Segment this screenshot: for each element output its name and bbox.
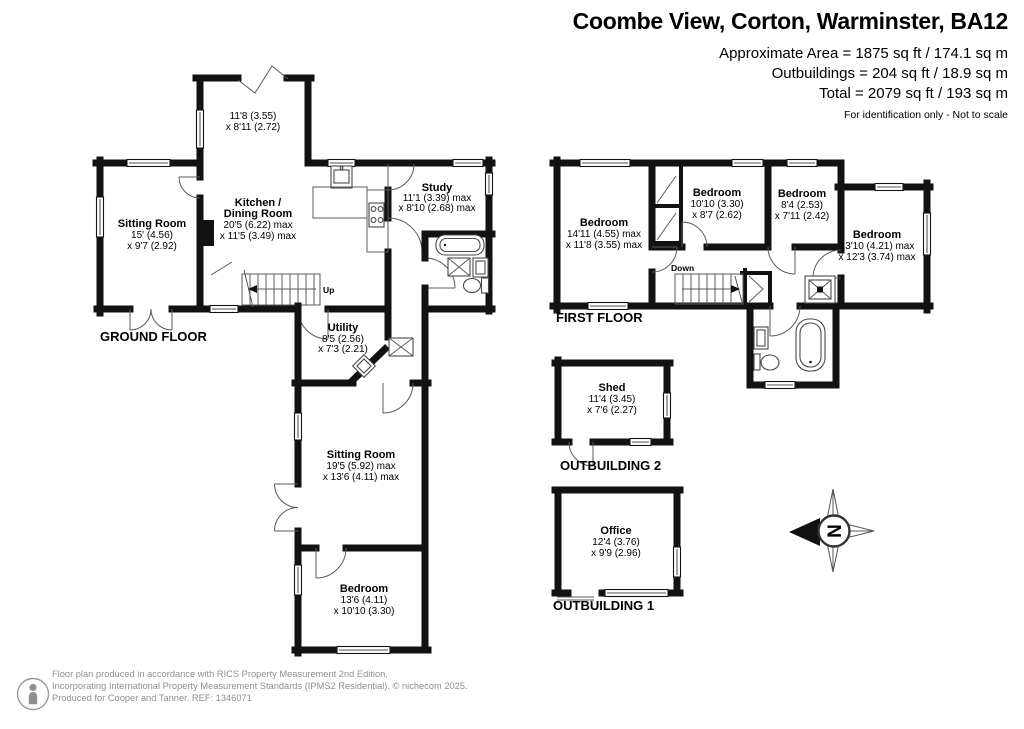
outbuilding-1-plan: Office 12'4 (3.76) x 9'9 (2.96) OUTBUILD… xyxy=(551,486,684,613)
office-name: Office xyxy=(600,525,631,537)
study-dim1: 11'1 (3.39) max xyxy=(403,193,471,204)
ground-bedroom-dim1: 13'6 (4.11) xyxy=(341,595,388,606)
sitting-room-1-dim1: 15' (4.56) xyxy=(131,230,173,241)
first-floor-bathroom-fixtures xyxy=(753,318,826,372)
first-floor-plan: Down Bedroom 14'11 (4.55) max x 11'8 (3.… xyxy=(549,156,934,390)
utility-dim2: x 7'3 (2.21) xyxy=(318,344,368,355)
bedroom-4-dim2: x 12'3 (3.74) max xyxy=(839,252,916,263)
door-arcs-ground xyxy=(129,163,456,340)
bedroom-2-name: Bedroom xyxy=(693,187,742,199)
outbuilding-2-label: OUTBUILDING 2 xyxy=(560,458,661,473)
bedroom-4-name: Bedroom xyxy=(853,229,902,241)
stairs-arrow-icon xyxy=(248,285,257,293)
ground-bathroom-fixtures xyxy=(435,234,490,294)
door-threshold xyxy=(557,596,594,601)
first-floor-labels: Bedroom 14'11 (4.55) max x 11'8 (3.55) m… xyxy=(556,187,915,325)
folding-door-icon xyxy=(748,275,764,303)
shed-dim1: 11'4 (3.45) xyxy=(589,394,636,405)
header-block: Coombe View, Corton, Warminster, BA12 Ap… xyxy=(572,8,1009,121)
kitchen-fixtures xyxy=(312,165,389,253)
footer-disclaimer: Floor plan produced in accordance with R… xyxy=(52,668,468,704)
door-arcs-first xyxy=(651,221,842,337)
utility-dim1: 8'5 (2.56) xyxy=(322,334,364,345)
shed-dim2: x 7'6 (2.27) xyxy=(587,405,637,416)
shed-name: Shed xyxy=(599,382,626,394)
sitting-room-2-name: Sitting Room xyxy=(327,449,396,461)
kitchen-counter xyxy=(312,186,368,219)
stairs-up: Up xyxy=(241,269,334,308)
ground-bedroom-dim2: x 10'10 (3.30) xyxy=(334,606,395,617)
ground-bedroom-name: Bedroom xyxy=(340,583,389,595)
stairs-arrow-icon xyxy=(731,285,740,293)
study-dim2: x 8'10 (2.68) max xyxy=(399,203,476,214)
scale-note: For identification only - Not to scale xyxy=(844,109,1008,121)
compass-north-letter: N xyxy=(825,524,846,538)
kitchen-dim1: 20'5 (6.22) max xyxy=(223,220,292,231)
approximate-area: Approximate Area = 1875 sq ft / 174.1 sq… xyxy=(719,45,1008,62)
kitchen-name-1: Kitchen / xyxy=(235,197,281,209)
outbuilding-1-label: OUTBUILDING 1 xyxy=(553,598,654,613)
outbuildings-area: Outbuildings = 204 sq ft / 18.9 sq m xyxy=(771,65,1008,82)
stairs-up-label: Up xyxy=(323,285,334,295)
bedroom-2-dim2: x 8'7 (2.62) xyxy=(692,210,742,221)
sitting-room-1-dim2: x 9'7 (2.92) xyxy=(127,241,177,252)
chimney-breast xyxy=(203,220,214,246)
utility-name: Utility xyxy=(328,322,359,334)
compass-icon: N xyxy=(789,488,875,573)
bedroom-3-name: Bedroom xyxy=(778,188,827,200)
bedroom-1-dim2: x 11'8 (3.55) max xyxy=(566,240,642,251)
footer-line-1: Floor plan produced in accordance with R… xyxy=(52,669,388,679)
open-doorway-icon xyxy=(237,65,289,94)
person-icon xyxy=(16,677,50,711)
sitting-room-2-dim2: x 13'6 (4.11) max xyxy=(323,472,399,483)
porch-dim1: 11'8 (3.55) xyxy=(230,111,277,122)
footer-line-2: Incorporating International Property Mea… xyxy=(52,681,468,691)
office-dim2: x 9'9 (2.96) xyxy=(591,548,641,559)
bedroom-4-dim1: 13'10 (4.21) max xyxy=(840,241,915,252)
bedroom-1-name: Bedroom xyxy=(580,217,629,229)
footer-line-3: Produced for Cooper and Tanner. REF: 134… xyxy=(52,693,252,703)
bedroom-3-dim2: x 7'11 (2.42) xyxy=(775,211,830,222)
stairs-down-label: Down xyxy=(671,263,694,273)
total-area: Total = 2079 sq ft / 193 sq m xyxy=(819,85,1008,102)
kitchen-dim2: x 11'5 (3.49) max xyxy=(220,231,296,242)
bedroom-2-dim1: 10'10 (3.30) xyxy=(690,199,743,210)
first-floor-shower xyxy=(804,275,836,304)
bedroom-3-dim1: 8'4 (2.53) xyxy=(781,200,823,211)
sitting-room-2-dim1: 19'5 (5.92) max xyxy=(326,461,395,472)
kitchen-name-2: Dining Room xyxy=(224,208,293,220)
first-floor-label: FIRST FLOOR xyxy=(556,310,643,325)
toilet-icon xyxy=(753,353,761,371)
porch-dim2: x 8'11 (2.72) xyxy=(226,122,281,133)
stairs-down: Down xyxy=(671,263,744,305)
ground-floor-plan: Up xyxy=(92,65,496,657)
toilet-icon xyxy=(480,277,490,294)
ground-floor-label: GROUND FLOOR xyxy=(100,329,207,344)
ground-floor-labels: 11'8 (3.55) x 8'11 (2.72) Sitting Room 1… xyxy=(100,111,475,617)
office-dim1: 12'4 (3.76) xyxy=(592,537,640,548)
sitting-room-1-name: Sitting Room xyxy=(118,218,187,230)
page-title: Coombe View, Corton, Warminster, BA12 xyxy=(572,8,1009,34)
outbuilding-2-plan: Shed 11'4 (3.45) x 7'6 (2.27) OUTBUILDIN… xyxy=(551,356,674,473)
utility-fixtures xyxy=(351,337,414,379)
bedroom-1-dim1: 14'11 (4.55) max xyxy=(567,229,641,240)
door-arcs-ground-lower xyxy=(274,382,414,579)
study-name: Study xyxy=(422,182,453,194)
